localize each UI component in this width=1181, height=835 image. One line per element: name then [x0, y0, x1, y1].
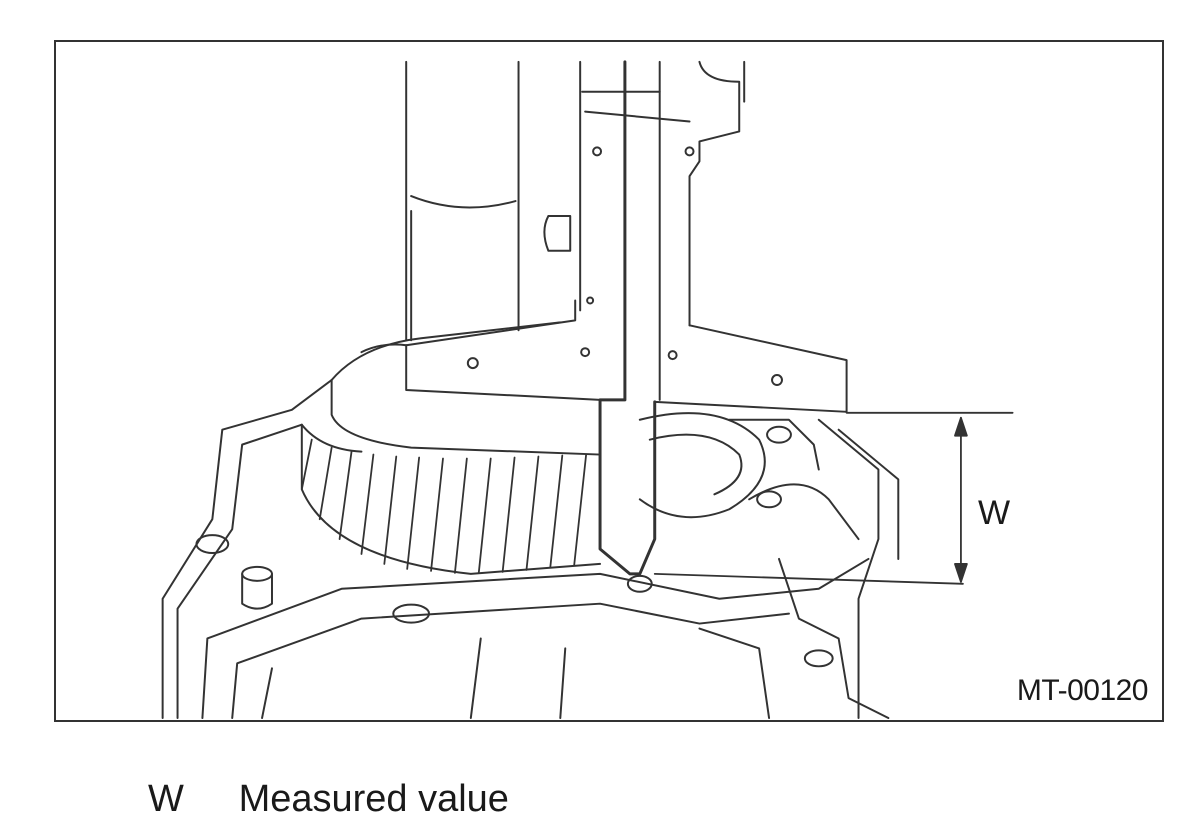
illustration-frame: W MT-00120	[54, 40, 1164, 722]
depth-gauge	[405, 60, 848, 576]
depth-gauge-measurement-illustration	[161, 60, 1014, 720]
figure-code: MT-00120	[1016, 674, 1149, 707]
transmission-case	[161, 379, 900, 720]
transmission-gear	[300, 321, 602, 575]
legend-text: Measured value	[238, 778, 509, 820]
dimension-w	[653, 411, 1014, 585]
legend-key: W	[148, 778, 184, 820]
dimension-w-label: W	[978, 494, 1011, 532]
legend: W Measured value	[148, 778, 509, 821]
